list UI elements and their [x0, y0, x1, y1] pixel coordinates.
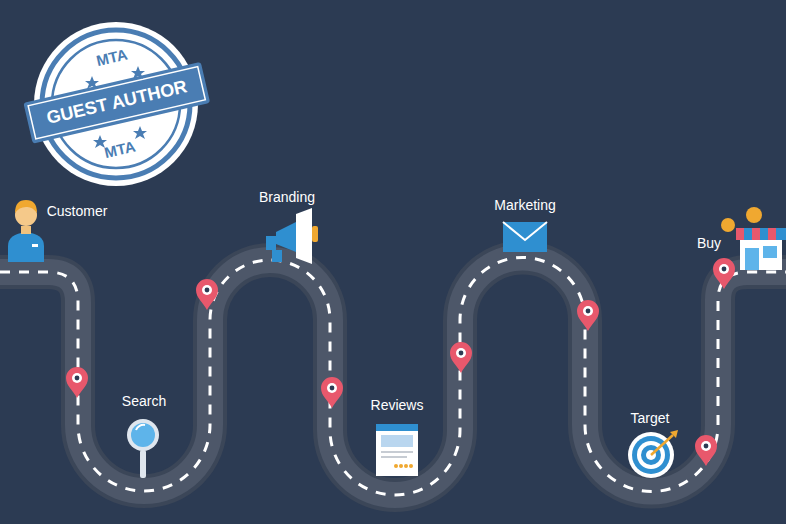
stamp-text: MTA [103, 138, 137, 161]
target-icon [628, 430, 678, 478]
stage-label: Target [631, 411, 670, 426]
stage-label: Reviews [371, 398, 424, 413]
stamp-band-text: GUEST AUTHOR [45, 77, 189, 129]
review-document-icon [376, 424, 418, 476]
stage-label: Customer [47, 204, 108, 219]
stage-label: Marketing [494, 198, 555, 213]
store-icon [721, 207, 786, 270]
customer-icon [8, 200, 44, 262]
megaphone-icon [266, 208, 318, 264]
guest-author-stamp [23, 22, 210, 186]
envelope-icon [503, 222, 547, 252]
stage-label: Branding [259, 190, 315, 205]
stage-label: Search [122, 394, 166, 409]
stamp-text: MTA [95, 46, 129, 69]
magnifier-icon [127, 419, 159, 478]
stage-label: Buy [697, 236, 721, 251]
